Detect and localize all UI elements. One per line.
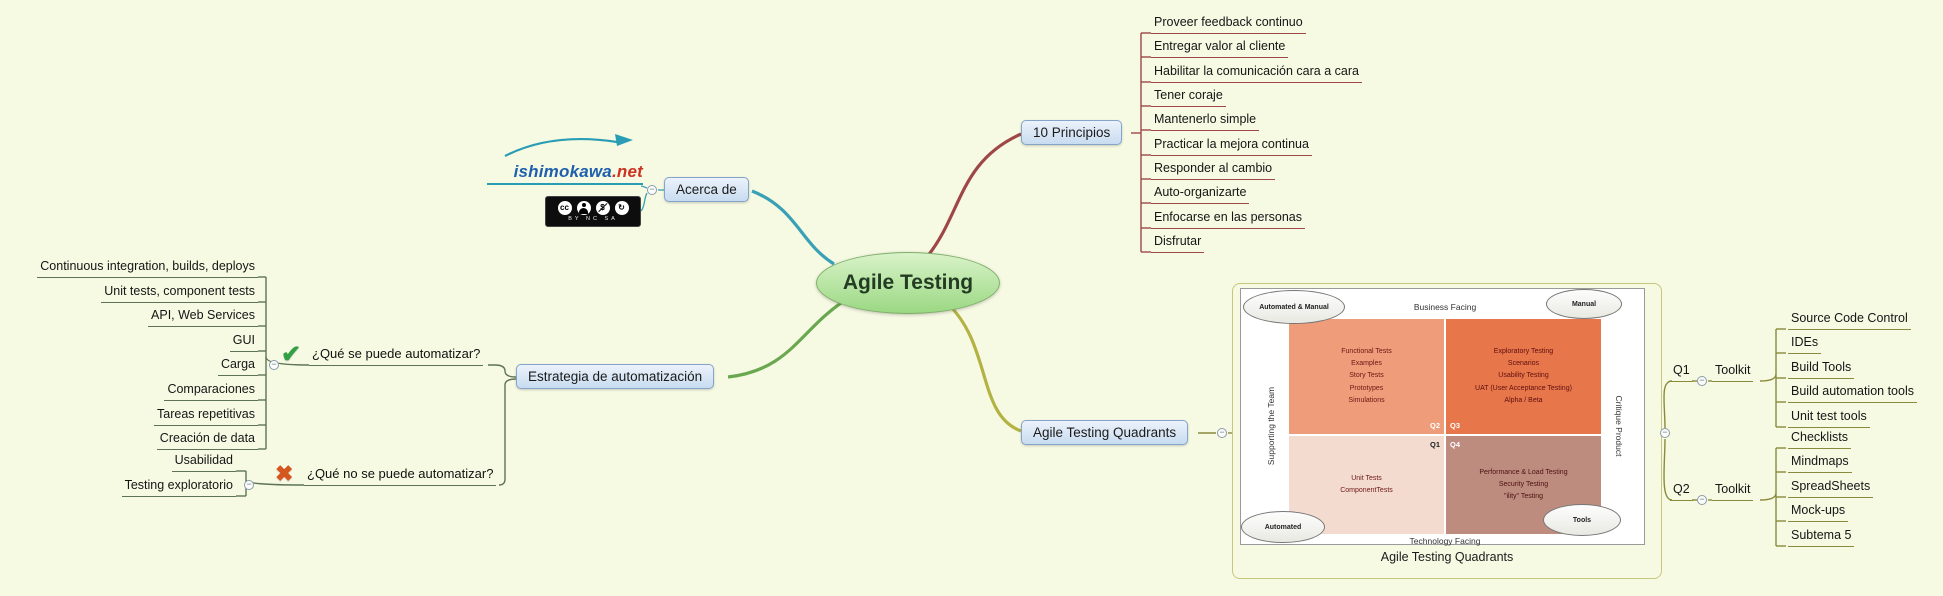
not-automatable-item[interactable]: Usabilidad [171,452,236,472]
cloud-tools: Tools [1543,504,1621,536]
q4-line: "ility" Testing [1503,493,1544,501]
q1-line: ComponentTests [1340,487,1393,494]
collapse-toggle-automatable[interactable]: − [269,360,279,370]
cc-icon: cc [557,201,572,215]
collapse-toggle-q1[interactable]: − [1697,376,1707,386]
automatable-item[interactable]: Comparaciones [164,381,258,401]
collapse-toggle-quadrants[interactable]: − [1217,428,1227,438]
automatable-item[interactable]: Continuous integration, builds, deploys [37,258,258,278]
edge-critique-product: Critique Product [1614,395,1624,457]
attribution-person-icon [576,201,591,215]
logo-swoosh-icon [504,134,633,157]
q2-line: Functional Tests [1341,347,1392,355]
share-alike-icon: ↻ [614,201,629,215]
collapse-toggle-not-automatable[interactable]: − [244,480,254,490]
ishimokawa-logo[interactable]: ishimokawa.net [487,162,643,185]
topic-estrategia-automatizacion[interactable]: Estrategia de automatización [516,364,715,389]
automatable-item[interactable]: GUI [229,332,258,352]
image-caption[interactable]: Agile Testing Quadrants [1380,550,1514,564]
q4-line: Security Testing [1498,480,1549,488]
q1-line: Unit Tests [1351,474,1382,482]
q1-tag: Q1 [1429,440,1440,449]
automatable-item[interactable]: Creación de data [156,430,258,450]
principle-item[interactable]: Enfocarse en las personas [1151,209,1306,229]
q2-toolkit-item[interactable]: Mindmaps [1788,453,1852,473]
q1-toolkit-item[interactable]: Build automation tools [1788,383,1917,403]
edge-technology-facing: Technology Facing [1409,536,1481,546]
principle-item[interactable]: Mantenerlo simple [1151,111,1260,131]
q3-line: Usability Testing [1498,372,1549,380]
q2-toolkit-item[interactable]: Mock-ups [1788,502,1849,522]
principle-item[interactable]: Habilitar la comunicación cara a cara [1151,63,1362,83]
q3-tag: Q3 [1450,420,1461,430]
principle-item[interactable]: Proveer feedback continuo [1151,14,1306,34]
principle-item[interactable]: Responder al cambio [1151,160,1276,180]
quadrant-q3: Exploratory Testing Scenarios Usability … [1446,319,1601,434]
q2-line: Examples [1351,360,1382,368]
q4-line: Performance & Load Testing [1479,468,1568,476]
principle-item[interactable]: Entregar valor al cliente [1151,38,1289,58]
creative-commons-badge[interactable]: cc $ ↻ BY NC SA [545,196,641,227]
automatable-item[interactable]: Carga [217,356,258,376]
principle-item[interactable]: Disfrutar [1151,233,1205,253]
not-automatable-label[interactable]: ¿Qué no se puede automatizar? [304,466,497,486]
q2-toolkit-item[interactable]: SpreadSheets [1788,478,1874,498]
central-topic[interactable]: Agile Testing [816,252,1000,314]
q2-line: Simulations [1348,396,1385,404]
q3-line: Alpha / Beta [1504,396,1543,404]
cloud-manual: Manual [1546,289,1622,319]
q4-tag: Q4 [1450,440,1461,449]
automatable-item[interactable]: API, Web Services [148,307,258,327]
q3-line: UAT (User Acceptance Testing) [1475,384,1572,392]
q3-line: Scenarios [1507,360,1540,368]
q1-node[interactable]: Q1 [1670,362,1693,382]
automatable-label[interactable]: ¿Qué se puede automatizar? [309,346,484,366]
collapse-toggle-q2[interactable]: − [1697,495,1707,505]
edge-supporting-team: Supporting the Team [1266,386,1276,466]
topic-10-principios[interactable]: 10 Principios [1021,120,1123,145]
principle-item[interactable]: Practicar la mejora continua [1151,136,1312,156]
automatable-item[interactable]: Unit tests, component tests [101,283,258,303]
quadrant-q2: Functional Tests Examples Story Tests Pr… [1289,319,1444,434]
q1-toolkit-item[interactable]: Build Tools [1788,359,1855,379]
edge-business-facing: Business Facing [1413,302,1477,312]
quadrant-grid: Functional Tests Examples Story Tests Pr… [1289,319,1601,534]
q1-toolkit-item[interactable]: Unit test tools [1788,408,1870,428]
logo-tld: .net [611,162,643,181]
logo-name: ishimokawa [513,162,612,181]
cc-license-caption: BY NC SA [568,216,618,222]
non-commercial-icon: $ [595,201,610,215]
topic-agile-testing-quadrants[interactable]: Agile Testing Quadrants [1021,420,1189,445]
q2-toolkit-item[interactable]: Checklists [1788,429,1851,449]
q1-toolkit-node[interactable]: Toolkit [1712,362,1754,382]
principle-item[interactable]: Auto-organizarte [1151,184,1250,204]
collapse-toggle-acerca[interactable]: − [647,185,657,195]
q2-tag: Q2 [1429,420,1440,430]
q2-toolkit-node[interactable]: Toolkit [1712,481,1754,501]
cc-icon-row: cc $ ↻ [557,201,629,215]
q1-toolkit-item[interactable]: IDEs [1788,334,1822,354]
q1-toolkit-item[interactable]: Source Code Control [1788,310,1911,330]
collapse-toggle-quadrants-children[interactable]: − [1660,428,1670,438]
agile-testing-quadrants-image[interactable]: Automated & Manual Manual Automated Tool… [1240,288,1645,546]
automatable-item[interactable]: Tareas repetitivas [154,406,258,426]
cloud-automated: Automated [1241,511,1325,543]
check-icon: ✔ [281,341,302,368]
q3-line: Exploratory Testing [1493,347,1554,355]
q2-node[interactable]: Q2 [1670,481,1693,501]
topic-acerca-de[interactable]: Acerca de [664,177,749,202]
principle-item[interactable]: Tener coraje [1151,87,1226,107]
not-automatable-item[interactable]: Testing exploratorio [121,477,236,497]
cloud-automated-manual: Automated & Manual [1243,290,1345,324]
cross-icon: ✖ [275,461,294,486]
q2-line: Story Tests [1349,372,1384,380]
q2-line: Prototypes [1349,384,1384,392]
q2-toolkit-item[interactable]: Subtema 5 [1788,527,1855,547]
